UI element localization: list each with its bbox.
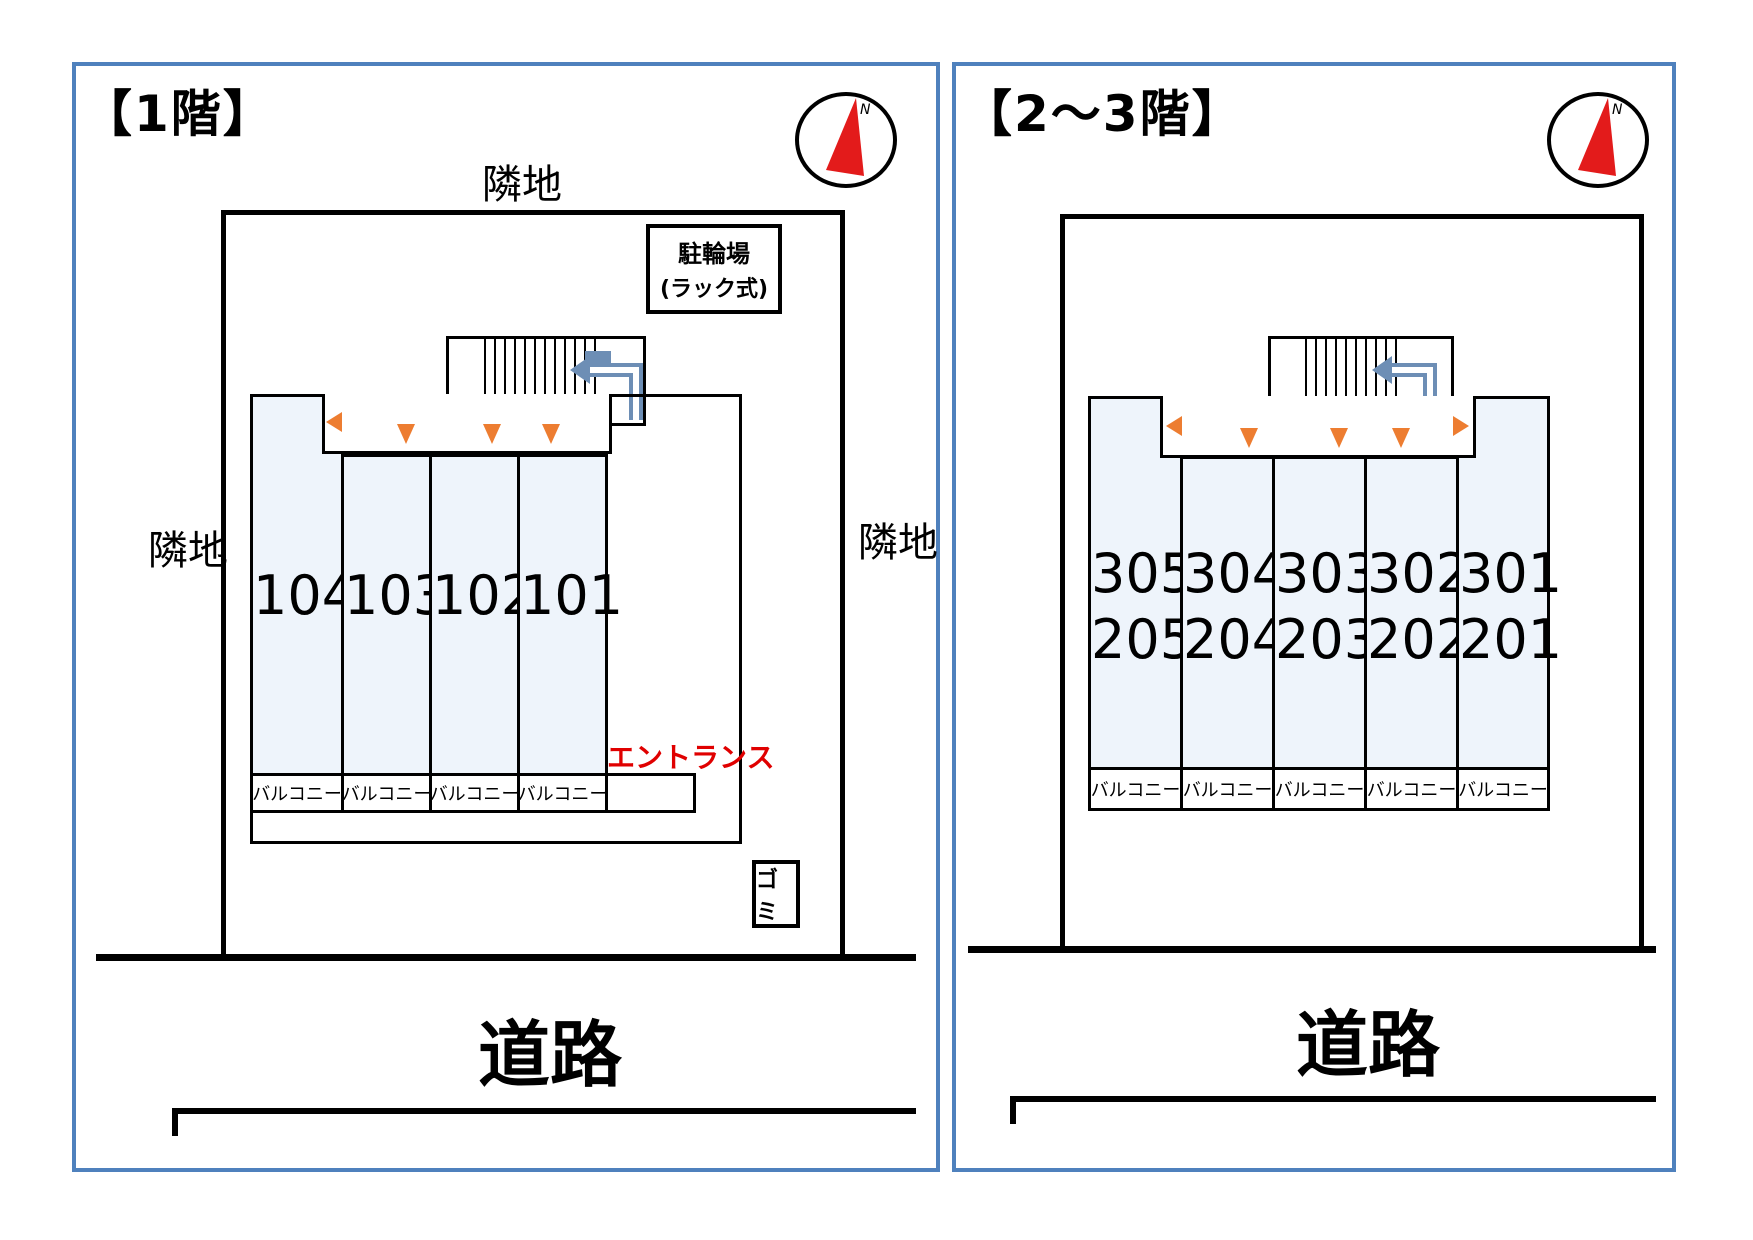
unit-number-upper: 303 [1275,542,1379,605]
stair-steps-icon [484,339,611,401]
bike-parking-sublabel: (ラック式) [659,277,769,302]
unit-102: 102 [429,454,536,776]
unit-number-upper: 301 [1459,542,1563,605]
neighbor-left-label: 隣地 [148,528,228,574]
corridor-arrow-icon [397,424,415,444]
neighbor-right-label: 隣地 [858,520,938,566]
corridor-arrow-icon [1330,428,1348,448]
road-edge-tick [1010,1096,1016,1124]
unit-101: 101 [517,454,624,776]
site-boundary-top [1060,214,1644,219]
svg-text:N: N [1612,102,1623,118]
corridor-arrow-icon [1453,416,1469,436]
balcony: バルコニー [1180,767,1275,811]
site-boundary-left [221,210,226,956]
unit-303-203: 303 203 [1272,456,1379,770]
balcony: バルコニー [1272,767,1367,811]
unit-number-lower: 205 [1091,608,1195,671]
site-boundary-right [840,210,845,956]
compass-icon: N [795,92,897,188]
unit-103: 103 [341,454,448,776]
balcony: バルコニー [429,773,520,813]
floor1-title: 【1階】 [82,85,275,143]
corridor-arrow-icon [483,424,501,444]
site-boundary-left [1060,214,1065,952]
unit-302-202: 302 202 [1364,456,1471,770]
road-label: 道路 [1296,1003,1441,1087]
corridor-arrow-icon [542,424,560,444]
unit-number-lower: 201 [1459,608,1563,671]
balcony: バルコニー [517,773,608,813]
bike-parking-label: 駐輪場 [678,240,750,268]
site-boundary-right [1639,214,1644,952]
garbage-station: ゴミ [752,860,800,928]
unit-305-205: 305 205 [1088,396,1195,770]
road-edge-top [968,946,1656,953]
balcony: バルコニー [250,773,344,813]
neighbor-top-label: 隣地 [482,162,562,208]
unit-304-204: 304 204 [1180,456,1287,770]
balcony: バルコニー [1456,767,1550,811]
balcony: バルコニー [341,773,432,813]
unit-number: 103 [344,564,448,627]
corridor [1160,396,1476,458]
corridor-arrow-icon [1240,428,1258,448]
balcony: バルコニー [1364,767,1459,811]
unit-number-lower: 204 [1183,608,1287,671]
corridor-arrow-icon [1392,428,1410,448]
road-label: 道路 [478,1013,623,1097]
corridor [322,394,612,454]
corridor-arrow-icon [1166,416,1182,436]
bike-parking: 駐輪場 (ラック式) [646,224,782,314]
site-boundary-top [221,210,845,215]
road-edge-bottom [1010,1096,1656,1102]
road-edge-top [96,954,916,961]
floor1-panel: 【1階】 N 隣地 隣地 隣地 駐輪場 (ラック式) 10 [72,62,940,1172]
garbage-label: ゴミ [756,868,779,925]
unit-number-lower: 202 [1367,608,1471,671]
floor23-title: 【2～3階】 [962,85,1244,143]
unit-104: 104 [250,394,357,776]
corridor-arrow-icon [326,412,342,432]
floor23-panel: 【2～3階】 N 305 205 304 204 303 203 3 [952,62,1676,1172]
unit-number: 102 [432,564,536,627]
stair-arrow-icon [570,356,643,420]
unit-301-201: 301 201 [1456,396,1563,770]
stair-steps-icon [1305,339,1397,401]
unit-number-upper: 302 [1367,542,1471,605]
unit-number-upper: 304 [1183,542,1287,605]
unit-number-upper: 305 [1091,542,1195,605]
balcony: バルコニー [1088,767,1183,811]
road-edge-tick [172,1108,178,1136]
entrance-area [605,773,696,813]
road-edge-bottom [172,1108,916,1114]
compass-icon: N [1547,92,1649,188]
unit-number: 104 [253,564,357,627]
unit-number-lower: 203 [1275,608,1379,671]
unit-number: 101 [520,564,624,627]
svg-text:N: N [860,102,871,118]
entrance-label: エントランス [607,741,775,774]
